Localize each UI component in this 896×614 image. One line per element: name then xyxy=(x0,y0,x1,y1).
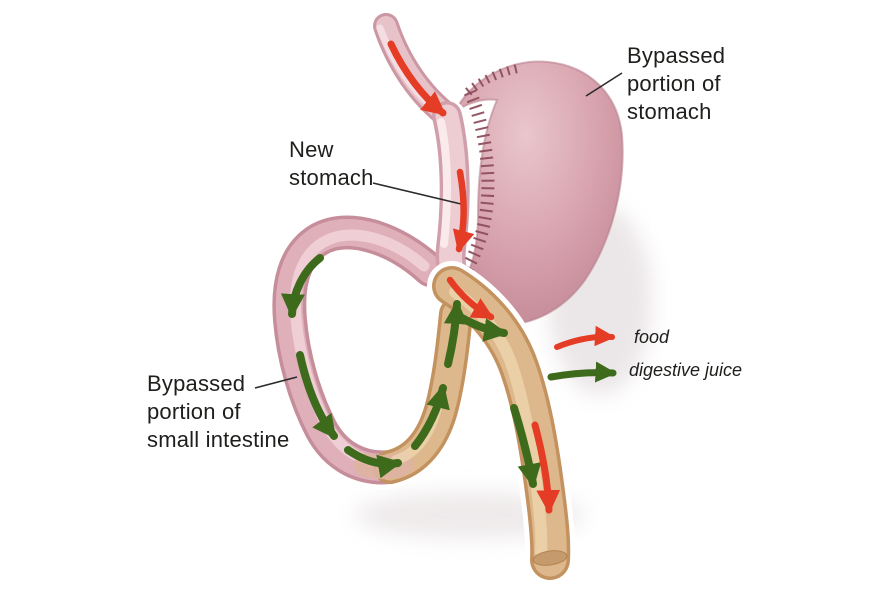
legend-food-label: food xyxy=(634,327,670,347)
digestive-juice-arrows xyxy=(280,254,542,488)
legend-digestive-juice-arrow xyxy=(547,361,617,383)
juice-arrow-loop-2 xyxy=(296,351,338,440)
juice-arrow-loop-3 xyxy=(344,446,402,479)
intestine-end-opening xyxy=(532,550,568,566)
leader-line-bypassed-intestine xyxy=(254,376,298,389)
juice-arrow-return-1 xyxy=(411,384,450,450)
label-bypassed-intestine: Bypassed portion of small intestine xyxy=(147,371,290,453)
juice-arrow-junction xyxy=(458,314,508,342)
leader-line-new-stomach xyxy=(372,182,462,205)
staple-line-main xyxy=(452,89,495,286)
legend-food-arrow xyxy=(554,325,616,350)
bypassed-small-intestine-loop xyxy=(267,210,452,490)
food-arrow-esophagus xyxy=(387,40,447,117)
juice-arrow-return-2 xyxy=(443,300,468,368)
esophagus xyxy=(369,9,466,134)
food-arrow-pouch xyxy=(452,168,475,253)
food-arrow-junction xyxy=(446,276,495,321)
label-bypassed-stomach: Bypassed portion of stomach xyxy=(627,43,726,125)
legend-arrows xyxy=(547,325,617,383)
pouch-highlight xyxy=(437,118,452,248)
staple-line-top xyxy=(465,63,521,96)
juice-arrow-channel xyxy=(510,404,542,488)
leader-line-bypassed-stomach xyxy=(585,72,623,97)
food-arrow-channel xyxy=(531,421,561,514)
legend-digestive-juice-label: digestive juice xyxy=(629,360,743,380)
food-arrows xyxy=(387,40,561,514)
label-new-stomach: New stomach xyxy=(289,137,374,191)
juice-arrow-loop-1 xyxy=(280,254,324,318)
